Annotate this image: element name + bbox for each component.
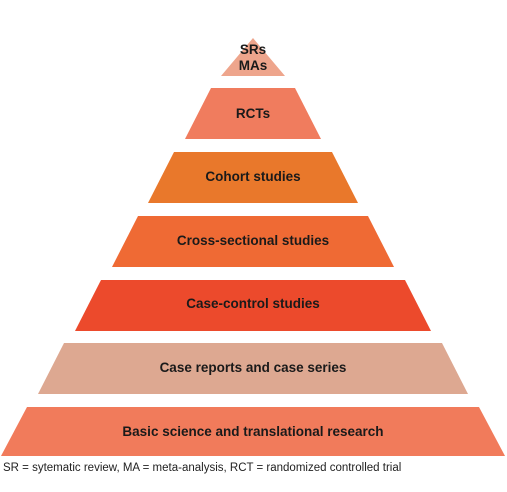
pyramid-tier-5	[75, 280, 431, 331]
pyramid-tier-2-label: RCTs	[236, 106, 270, 121]
pyramid-tier-7	[1, 407, 505, 456]
pyramid-tier-3	[148, 152, 358, 203]
pyramid-tier-3-label: Cohort studies	[205, 169, 300, 184]
pyramid-tier-1	[221, 38, 285, 76]
pyramid-tier-4-label: Cross-sectional studies	[177, 233, 329, 248]
pyramid-tier-6-label: Case reports and case series	[160, 360, 347, 375]
pyramid-tier-2	[185, 88, 321, 139]
pyramid-tier-4	[112, 216, 394, 267]
pyramid-tier-6	[38, 343, 468, 394]
pyramid-tier-1-label: MAs	[239, 58, 268, 73]
pyramid-tier-5-label: Case-control studies	[186, 296, 320, 311]
abbreviations-footnote: SR = sytematic review, MA = meta-analysi…	[3, 462, 402, 474]
pyramid-tier-1-label: SRs	[240, 42, 266, 57]
pyramid-tier-7-label: Basic science and translational research	[122, 424, 383, 439]
